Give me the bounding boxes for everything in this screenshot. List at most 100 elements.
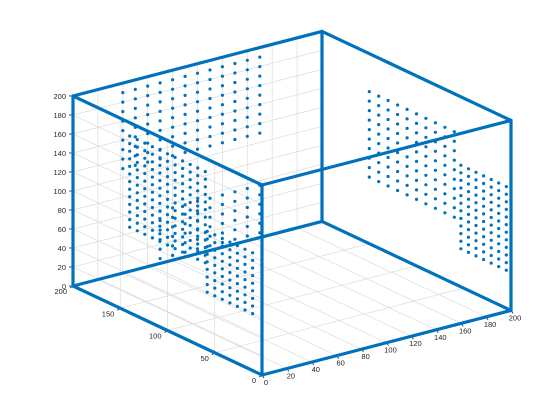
data-point — [135, 176, 139, 180]
data-point — [251, 266, 255, 270]
data-point — [188, 216, 192, 220]
data-point — [504, 230, 508, 234]
z-tick-label: 140 — [53, 149, 66, 158]
data-point — [146, 151, 150, 155]
data-point — [497, 234, 501, 238]
data-point — [143, 171, 147, 176]
data-point — [121, 129, 125, 133]
data-point — [135, 168, 139, 172]
data-point — [173, 163, 177, 167]
data-point — [459, 239, 463, 243]
data-point — [233, 137, 237, 142]
data-point — [158, 201, 162, 205]
data-point — [158, 163, 162, 167]
data-point — [135, 229, 139, 233]
data-point — [497, 204, 501, 208]
data-point — [245, 196, 249, 200]
data-point — [245, 215, 249, 219]
data-point — [128, 225, 132, 229]
data-point — [188, 170, 192, 174]
data-point — [459, 247, 463, 251]
data-point — [165, 197, 170, 201]
data-point — [243, 285, 247, 289]
data-point — [452, 196, 456, 200]
data-point — [128, 218, 132, 222]
data-point — [433, 168, 437, 172]
data-point — [195, 90, 200, 94]
data-point — [405, 155, 409, 159]
data-point — [396, 122, 400, 126]
data-point — [235, 259, 239, 263]
data-point — [228, 301, 232, 305]
data-point — [377, 132, 381, 136]
data-point — [173, 247, 177, 251]
grid-line — [72, 152, 263, 243]
data-point — [173, 201, 177, 205]
data-point — [459, 163, 463, 167]
data-point — [386, 174, 390, 179]
data-point — [133, 97, 137, 101]
data-point — [424, 183, 428, 187]
data-point — [133, 144, 137, 148]
data-point — [405, 117, 409, 121]
data-point — [213, 233, 217, 237]
data-point — [121, 100, 125, 104]
data-point — [405, 126, 409, 130]
data-point — [181, 174, 185, 178]
data-point — [258, 122, 262, 126]
data-point — [143, 164, 147, 168]
data-point — [482, 235, 486, 239]
data-point — [504, 215, 508, 219]
data-point — [377, 142, 381, 146]
data-point — [220, 231, 224, 235]
data-point — [489, 177, 493, 182]
data-point — [452, 187, 456, 191]
data-point — [233, 237, 237, 241]
data-point — [188, 223, 192, 227]
data-point — [245, 234, 249, 238]
data-point — [367, 147, 371, 151]
data-point — [443, 144, 447, 148]
data-point — [203, 215, 207, 219]
data-point — [146, 84, 150, 88]
data-point — [258, 103, 262, 107]
data-point — [235, 289, 239, 293]
data-point — [150, 167, 154, 172]
data-point — [146, 94, 150, 98]
data-point — [424, 164, 428, 168]
data-point — [504, 192, 508, 196]
data-point — [414, 121, 419, 125]
data-point — [135, 191, 139, 195]
data-point — [396, 131, 400, 136]
data-point — [171, 87, 175, 91]
data-point — [150, 190, 154, 194]
data-point — [183, 122, 187, 126]
data-point — [208, 215, 212, 219]
data-point — [158, 81, 162, 85]
data-point — [208, 68, 212, 72]
data-point — [128, 180, 132, 184]
data-point — [195, 128, 200, 132]
data-point — [171, 234, 175, 238]
data-point — [243, 293, 247, 297]
grid-line — [72, 247, 263, 338]
data-point — [251, 304, 255, 308]
data-point — [196, 257, 200, 261]
data-point — [165, 205, 170, 209]
data-point — [133, 106, 137, 110]
data-point — [173, 209, 177, 213]
box-edge — [260, 308, 513, 377]
data-point — [235, 274, 239, 278]
data-point — [208, 87, 212, 91]
data-point — [386, 155, 390, 160]
data-point — [196, 174, 200, 178]
data-point — [386, 165, 390, 169]
data-point — [158, 100, 162, 104]
data-point — [233, 71, 237, 75]
data-point — [146, 160, 150, 164]
data-point — [158, 257, 162, 261]
data-point — [367, 137, 371, 141]
data-point — [466, 167, 471, 171]
data-point — [208, 77, 212, 82]
data-point — [183, 241, 187, 245]
